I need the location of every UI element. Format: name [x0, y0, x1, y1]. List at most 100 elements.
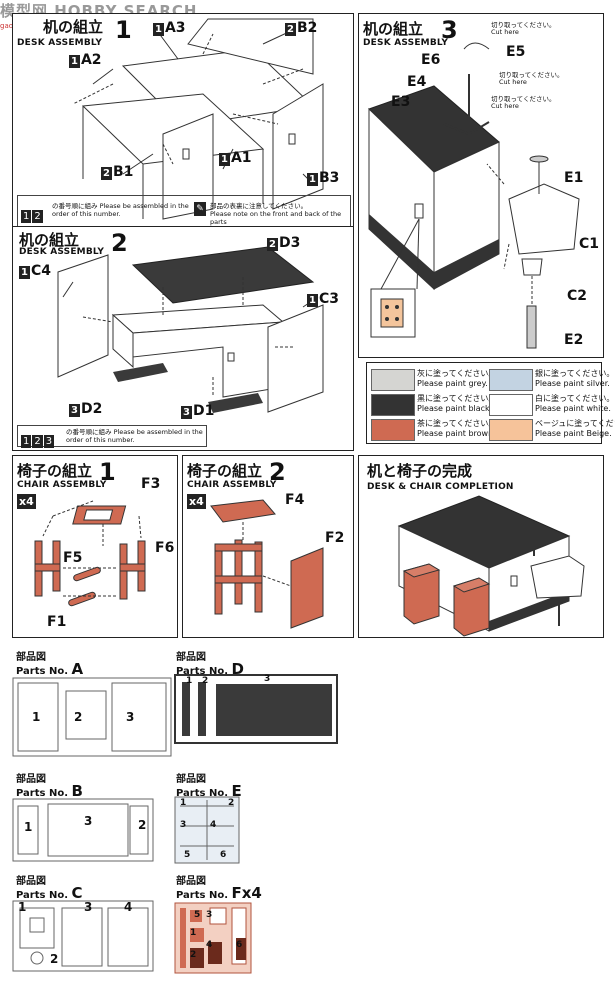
- chair2-title-en: CHAIR ASSEMBLY: [187, 480, 277, 490]
- order-tag-3: 3: [43, 435, 55, 448]
- parts-b-letter: B: [71, 782, 83, 800]
- label-e1: E1: [564, 170, 584, 186]
- paint-silver-text: 銀に塗ってください。Please paint silver.: [535, 369, 614, 389]
- label-a2-text: A2: [80, 52, 102, 68]
- step2-diagram: [57, 246, 324, 413]
- completion-diagram: [397, 495, 585, 637]
- label-f4: F4: [285, 492, 305, 508]
- parts-b-prefix: Parts No.: [16, 788, 68, 799]
- parts-b-en: Parts No. B: [16, 782, 83, 800]
- step3-diagram: [368, 42, 580, 349]
- swatch-white: [489, 394, 533, 416]
- parts-d-letter: D: [231, 660, 244, 678]
- label-d1-text: D1: [192, 403, 215, 419]
- label-a1-text: A1: [230, 150, 252, 166]
- label-d2-text: D2: [80, 401, 103, 417]
- parts-c-num-4: 4: [124, 900, 133, 914]
- label-f2: F2: [325, 530, 345, 546]
- completion-panel: 机と椅子の完成 DESK & CHAIR COMPLETION: [358, 455, 604, 638]
- parts-f-num-3: 3: [206, 910, 213, 920]
- paint-grey-en: Please paint grey.: [417, 379, 488, 388]
- chair1-diagram: [34, 500, 146, 607]
- cut-note-2-jp: 切り取ってください。: [499, 71, 564, 79]
- paint-black-en: Please paint black.: [417, 404, 493, 413]
- parts-d-num-2: 2: [202, 676, 209, 686]
- paint-beige-jp: ベージュに塗ってください。: [535, 419, 615, 428]
- parts-f-num-5: 5: [194, 910, 201, 920]
- step1-diagram: [72, 18, 324, 220]
- parts-d-sprue: [174, 674, 338, 744]
- chair1-title-en: CHAIR ASSEMBLY: [17, 480, 107, 490]
- completion-title-en: DESK & CHAIR COMPLETION: [367, 482, 514, 492]
- label-f6: F6: [155, 540, 175, 556]
- parts-e-jp: 部品図: [176, 774, 206, 785]
- parts-e-en: Parts No. E: [176, 782, 242, 800]
- label-f1: F1: [47, 614, 67, 630]
- label-b1-text: B1: [112, 164, 134, 180]
- parts-b-sprue: [12, 798, 154, 862]
- label-e3: E3: [391, 94, 411, 110]
- label-e5: E5: [506, 44, 526, 60]
- parts-b-jp: 部品図: [16, 774, 46, 785]
- parts-a-jp: 部品図: [16, 652, 46, 663]
- label-b2-step: 2: [285, 23, 296, 36]
- chair1-qty-badge: x4: [17, 494, 36, 509]
- parts-e-num-1: 1: [180, 798, 187, 808]
- label-a3-text: A3: [164, 20, 186, 36]
- parts-f-num-2: 2: [190, 950, 197, 960]
- parts-f-num-4: 4: [206, 940, 213, 950]
- paint-beige-en: Please paint Beige.: [535, 429, 612, 438]
- parts-f-sprue: [174, 902, 252, 974]
- parts-a-letter: A: [71, 660, 84, 678]
- parts-e-prefix: Parts No.: [176, 788, 228, 799]
- chair2-qty-badge: x4: [187, 494, 206, 509]
- order-tag-2: 2: [32, 210, 43, 223]
- parts-d-prefix: Parts No.: [176, 666, 228, 677]
- chair1-title-jp: 椅子の組立: [17, 462, 93, 480]
- paint-black-text: 黒に塗ってください。Please paint black.: [417, 394, 496, 414]
- parts-a-num-2: 2: [74, 710, 83, 724]
- step2-number: 2: [111, 229, 128, 257]
- paint-legend: 灰に塗ってください。Please paint grey. 銀に塗ってください。P…: [366, 362, 615, 444]
- paint-black-jp: 黒に塗ってください。: [417, 394, 497, 403]
- paint-brown-text: 茶に塗ってください。Please paint brown.: [417, 419, 496, 439]
- parts-e-num-6: 6: [220, 850, 227, 860]
- parts-f-num-1: 1: [190, 928, 197, 938]
- step2-order-note-en: Please be assembled in the order of this…: [66, 428, 203, 444]
- step1-front-note: 部品の表裏に注意してください。 Please note on the front…: [210, 202, 350, 226]
- paint-white-text: 白に塗ってください。Please paint white.: [535, 394, 614, 414]
- parts-e-sprue: [174, 796, 240, 864]
- label-b1-step: 2: [101, 167, 112, 180]
- paint-silver-en: Please paint silver.: [535, 379, 610, 388]
- parts-d-num-1: 1: [186, 676, 193, 686]
- swatch-beige: [489, 419, 533, 441]
- paint-white-en: Please paint white.: [535, 404, 611, 413]
- paint-silver-jp: 銀に塗ってください。: [535, 369, 615, 378]
- step3-title-en: DESK ASSEMBLY: [363, 38, 449, 48]
- step1-order-note-jp: の番号順に組み: [52, 202, 98, 210]
- label-e4: E4: [407, 74, 427, 90]
- chair1-number: 1: [99, 458, 116, 486]
- parts-c-jp: 部品図: [16, 876, 46, 887]
- paint-brown-en: Please paint brown.: [417, 429, 496, 438]
- label-f5: F5: [63, 550, 83, 566]
- step2-title-en: DESK ASSEMBLY: [19, 247, 105, 257]
- parts-d-num-3: 3: [264, 674, 271, 684]
- parts-a-num-3: 3: [126, 710, 135, 724]
- order-tag-1: 1: [21, 210, 32, 223]
- swatch-grey: [371, 369, 415, 391]
- swatch-silver: [489, 369, 533, 391]
- completion-title-jp: 机と椅子の完成: [367, 462, 473, 480]
- label-c3-text: C3: [318, 291, 339, 307]
- parts-e-num-2: 2: [228, 798, 235, 808]
- paint-grey-text: 灰に塗ってください。Please paint grey.: [417, 369, 496, 389]
- cut-note-1-en: Cut here: [491, 28, 519, 36]
